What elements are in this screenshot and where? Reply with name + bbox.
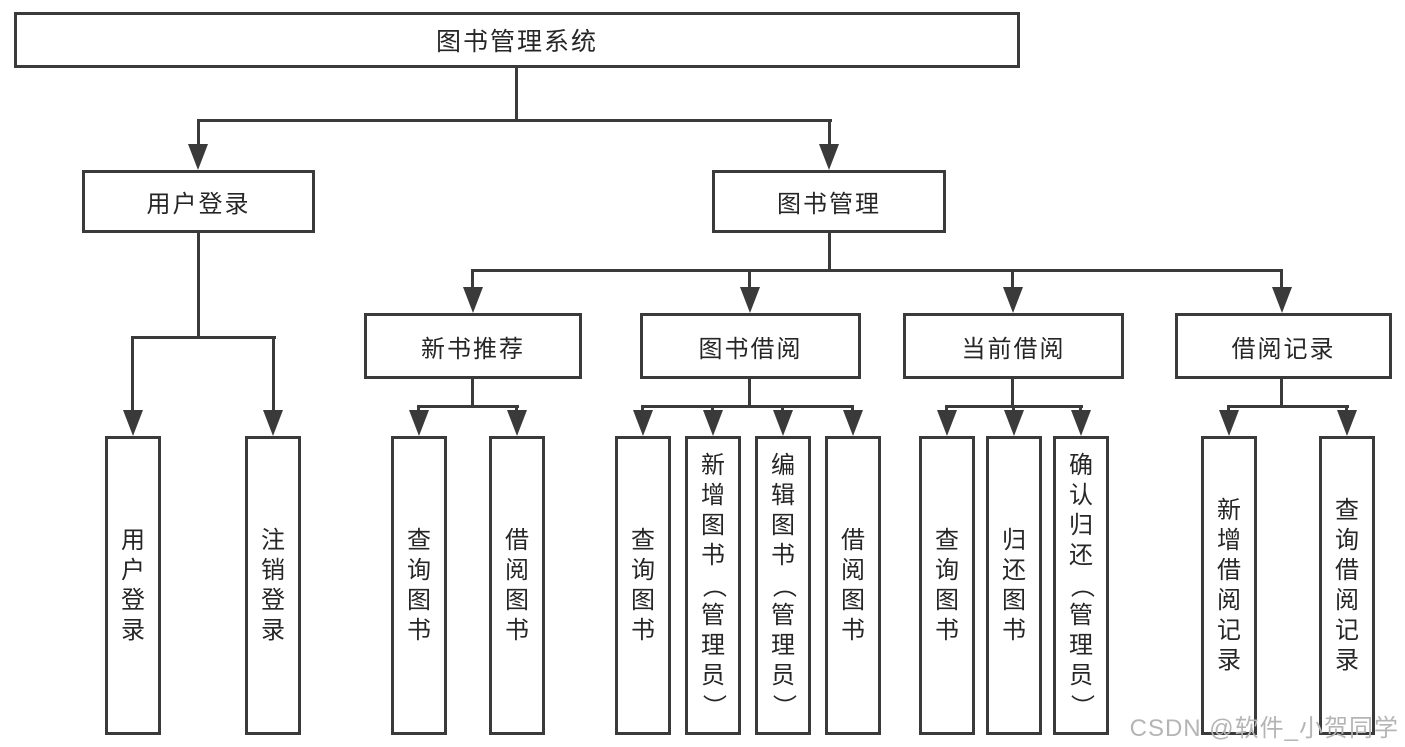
connector-line [515,68,518,121]
connector-line [641,405,854,408]
leaf-label: 编辑图书（管理员） [770,451,797,718]
connector-line [197,119,200,149]
leaf-recommend-query-book: 查询图书 [391,436,447,735]
leaf-user-login: 用户登录 [105,436,161,735]
leaf-current-return-book: 归还图书 [986,436,1042,735]
arrowhead-icon [703,410,723,436]
node-label: 用户登录 [146,191,251,218]
connector-line [197,119,832,122]
node-book-borrow: 图书借阅 [640,313,861,379]
leaf-borrow-add-book-admin: 新增图书（管理员） [685,436,741,735]
arrowhead-icon [1071,410,1091,436]
leaf-label: 新增图书（管理员） [700,451,727,718]
leaf-recommend-borrow-book: 借阅图书 [489,436,545,735]
connector-line [828,233,831,272]
leaf-current-query-book: 查询图书 [919,436,975,735]
node-label: 新书推荐 [421,335,525,363]
arrowhead-icon [843,410,863,436]
leaf-label: 查询借阅记录 [1335,496,1359,674]
connector-line [272,336,275,414]
leaf-borrow-edit-book-admin: 编辑图书（管理员） [755,436,811,735]
connector-line [748,269,751,291]
leaf-label: 归还图书 [1002,526,1026,644]
arrowhead-icon [819,144,839,170]
arrowhead-icon [123,410,143,436]
node-new-book-recommend: 新书推荐 [364,313,582,379]
connector-line [131,336,134,414]
node-user-login: 用户登录 [82,170,315,233]
node-book-management: 图书管理 [712,170,946,233]
connector-line [417,405,519,408]
arrowhead-icon [1272,287,1292,313]
arrowhead-icon [263,410,283,436]
arrowhead-icon [1003,287,1023,313]
node-label: 图书管理系统 [435,28,598,56]
connector-line [131,336,276,339]
arrowhead-icon [188,144,208,170]
node-label: 借阅记录 [1231,335,1336,363]
leaf-label: 借阅图书 [841,526,865,644]
arrowhead-icon [937,410,957,436]
connector-line [1011,379,1014,408]
leaf-borrow-query-book: 查询图书 [615,436,671,735]
node-label: 图书借阅 [698,335,803,363]
leaf-label: 查询图书 [935,526,959,644]
connector-line [197,233,200,339]
arrowhead-icon [773,410,793,436]
leaf-label: 借阅图书 [505,526,529,644]
connector-line [1011,269,1014,291]
connector-line [748,379,751,408]
leaf-record-query-borrow-record: 查询借阅记录 [1319,436,1375,735]
arrowhead-icon [1337,410,1357,436]
connector-line [1227,405,1349,408]
leaf-label: 查询图书 [407,526,431,644]
connector-line [471,269,1283,272]
connector-line [1280,379,1283,408]
node-label: 图书管理 [777,191,881,218]
csdn-watermark: CSDN @软件_小贺同学 [1129,715,1399,742]
connector-line [471,379,474,408]
leaf-record-add-borrow-record: 新增借阅记录 [1201,436,1257,735]
leaf-label: 确认归还（管理员） [1068,451,1095,718]
arrowhead-icon [463,287,483,313]
leaf-label: 新增借阅记录 [1217,496,1241,674]
leaf-borrow-borrow-book: 借阅图书 [825,436,881,735]
connector-line [471,269,474,291]
node-label: 当前借阅 [961,335,1066,363]
arrowhead-icon [409,410,429,436]
connector-line [1280,269,1283,291]
arrowhead-icon [1219,410,1239,436]
leaf-current-confirm-return-admin: 确认归还（管理员） [1053,436,1109,735]
arrowhead-icon [1004,410,1024,436]
node-current-borrow: 当前借阅 [903,313,1124,379]
arrowhead-icon [740,287,760,313]
arrowhead-icon [633,410,653,436]
node-root-library-system: 图书管理系统 [14,12,1020,68]
node-borrow-record: 借阅记录 [1175,313,1392,379]
leaf-label: 注销登录 [261,526,285,644]
leaf-label: 用户登录 [121,526,145,644]
connector-line [828,119,831,149]
leaf-label: 查询图书 [631,526,655,644]
arrowhead-icon [507,410,527,436]
leaf-logout: 注销登录 [245,436,301,735]
